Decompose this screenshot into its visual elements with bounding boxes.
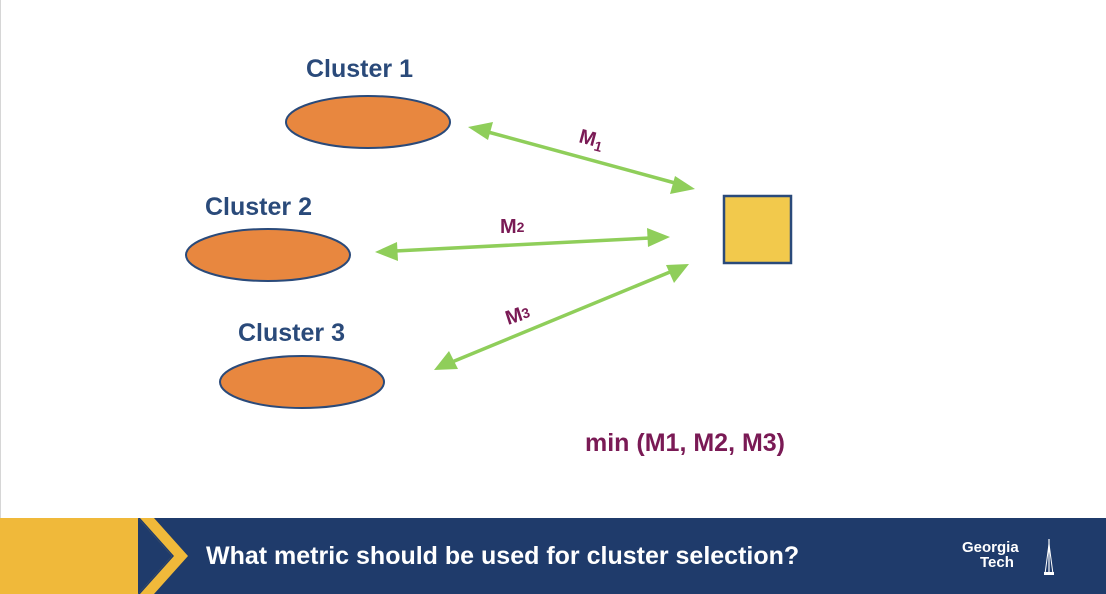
metric-1-label: M1 — [576, 126, 606, 156]
metric-2-arrow — [375, 228, 670, 261]
footer-banner: What metric should be used for cluster s… — [0, 518, 1106, 594]
chevron-icon — [0, 518, 188, 594]
tower-icon — [1044, 539, 1054, 575]
metric-3-label: M3 — [503, 301, 533, 330]
cluster-1-label: Cluster 1 — [306, 55, 413, 83]
logo-line-2: Tech — [980, 554, 1014, 571]
logo-line-1: Georgia — [962, 539, 1019, 556]
footer-title: What metric should be used for cluster s… — [206, 542, 800, 570]
cluster-2-ellipse — [185, 228, 351, 282]
cluster-3-label: Cluster 3 — [238, 319, 345, 347]
metric-3-arrow — [434, 264, 689, 370]
cluster-3-ellipse — [219, 355, 385, 409]
data-point-square — [722, 194, 793, 265]
georgia-tech-logo: Georgia Tech — [962, 538, 1082, 578]
metric-1-arrow — [468, 122, 695, 194]
min-expression: min (M1, M2, M3) — [585, 429, 785, 457]
cluster-diagram: Cluster 1 Cluster 2 Cluster 3 M1 M2 M3 m… — [185, 55, 793, 457]
cluster-2-label: Cluster 2 — [205, 193, 312, 221]
cluster-1-ellipse — [285, 95, 451, 149]
slide-left-edge — [0, 0, 1, 518]
metric-2-label: M2 — [500, 216, 525, 238]
